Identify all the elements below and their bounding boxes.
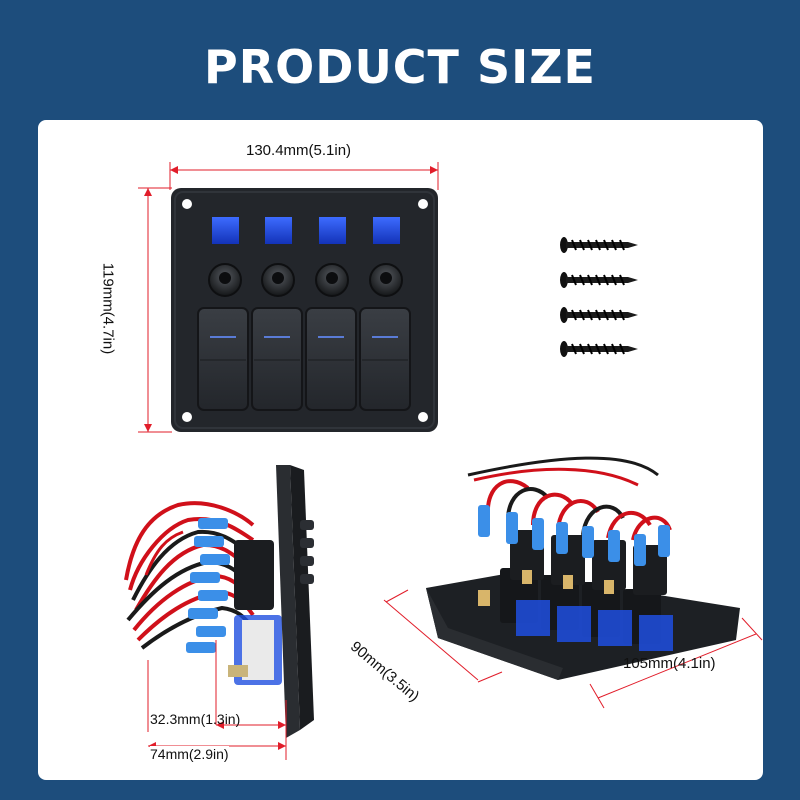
- back-width-label: 105mm(4.1in): [623, 655, 716, 672]
- front-width-label: 130.4mm(5.1in): [246, 142, 352, 159]
- front-panel: [138, 162, 439, 433]
- side-inner-depth-label: 32.3mm(1.3in): [150, 711, 241, 727]
- product-card: 130.4mm(5.1in) 119mm(4.7in) 32.3mm(1.3in…: [38, 120, 763, 780]
- back-view-panel: [383, 456, 763, 709]
- page-title: PRODUCT SIZE: [204, 40, 596, 94]
- side-total-depth-label: 74mm(2.9in): [150, 746, 229, 762]
- mounting-screws: [560, 237, 638, 357]
- front-height-label: 119mm(4.7in): [99, 262, 117, 355]
